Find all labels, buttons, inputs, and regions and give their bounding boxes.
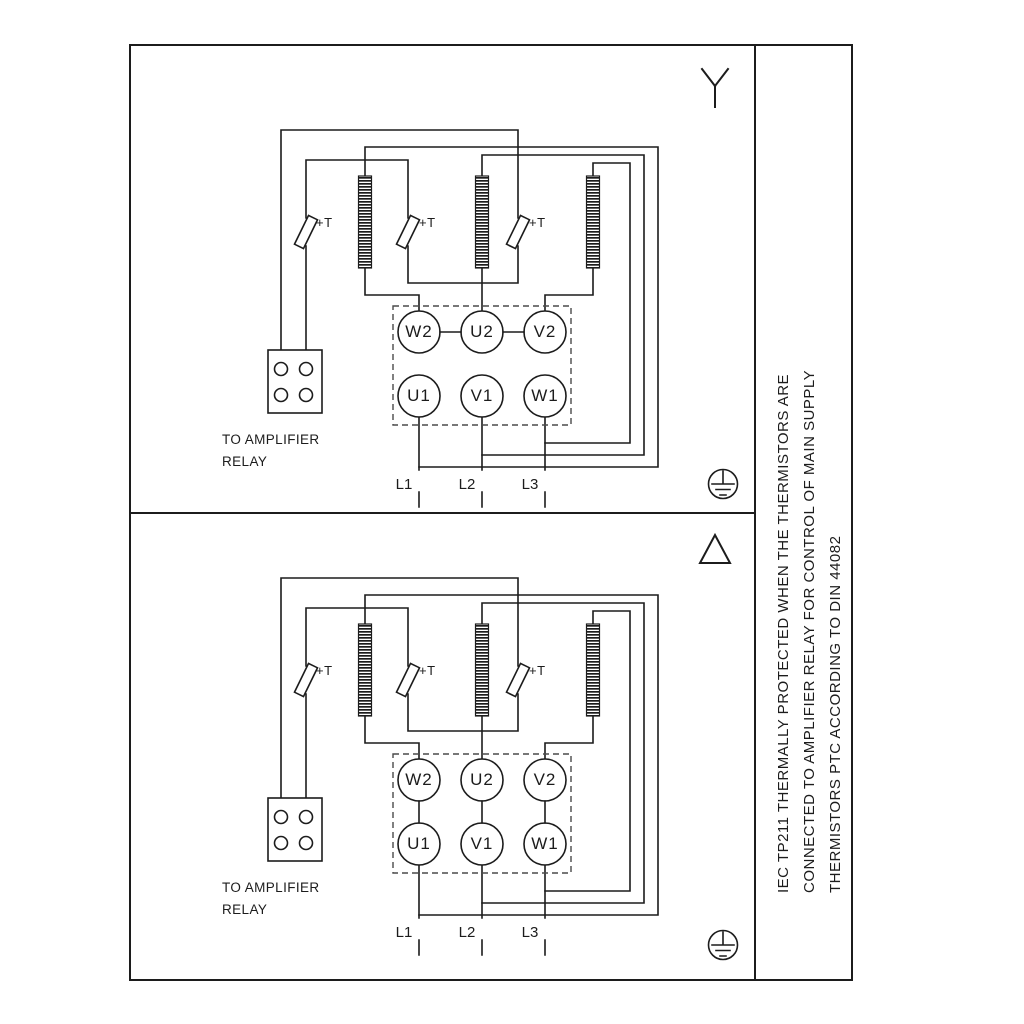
terminal-label-v2: V2 (533, 770, 557, 789)
delta-bridge-links (418, 800, 546, 824)
supply-label-l1: L1 (395, 924, 413, 941)
thermistor-label: +T (529, 215, 546, 230)
side-note-line3: THERMISTORS PTC ACCORDING TO DIN 44082 (827, 535, 844, 893)
delta-symbol-icon (698, 532, 732, 564)
supply-label-l3: L3 (521, 924, 539, 941)
amplifier-relay-note-line1: TO AMPLIFIER (222, 880, 320, 895)
terminal-label-v1: V1 (470, 386, 494, 405)
terminal-label-w2: W2 (405, 322, 433, 341)
terminal-label-u2: U2 (470, 322, 494, 341)
amplifier-relay-note-line1: TO AMPLIFIER (222, 432, 320, 447)
thermistor-label: +T (419, 663, 436, 678)
amplifier-relay-note-line2: RELAY (222, 902, 268, 917)
side-note-line1: IEC TP211 THERMALLY PROTECTED WHEN THE T… (775, 373, 792, 893)
thermistor-label: +T (529, 663, 546, 678)
side-note-line2: CONNECTED TO AMPLIFIER RELAY FOR CONTROL… (801, 369, 818, 893)
delta-panel-linework (267, 577, 659, 956)
terminal-label-w1: W1 (531, 386, 559, 405)
supply-label-l3: L3 (521, 476, 539, 493)
star-panel-linework (267, 129, 659, 508)
terminal-label-u2: U2 (470, 770, 494, 789)
thermistor-label: +T (316, 215, 333, 230)
terminal-label-u1: U1 (407, 834, 431, 853)
supply-label-l2: L2 (458, 476, 476, 493)
supply-label-l1: L1 (395, 476, 413, 493)
terminal-label-u1: U1 (407, 386, 431, 405)
star-symbol-icon (700, 67, 730, 108)
terminal-label-w2: W2 (405, 770, 433, 789)
drawing-frame (129, 44, 853, 981)
thermistor-label: +T (419, 215, 436, 230)
supply-label-l2: L2 (458, 924, 476, 941)
thermistor-label: +T (316, 663, 333, 678)
amplifier-relay-note-line2: RELAY (222, 454, 268, 469)
terminal-label-v1: V1 (470, 834, 494, 853)
terminal-label-v2: V2 (533, 322, 557, 341)
ground-icon (707, 468, 739, 500)
terminal-label-w1: W1 (531, 834, 559, 853)
ground-icon (707, 929, 739, 961)
